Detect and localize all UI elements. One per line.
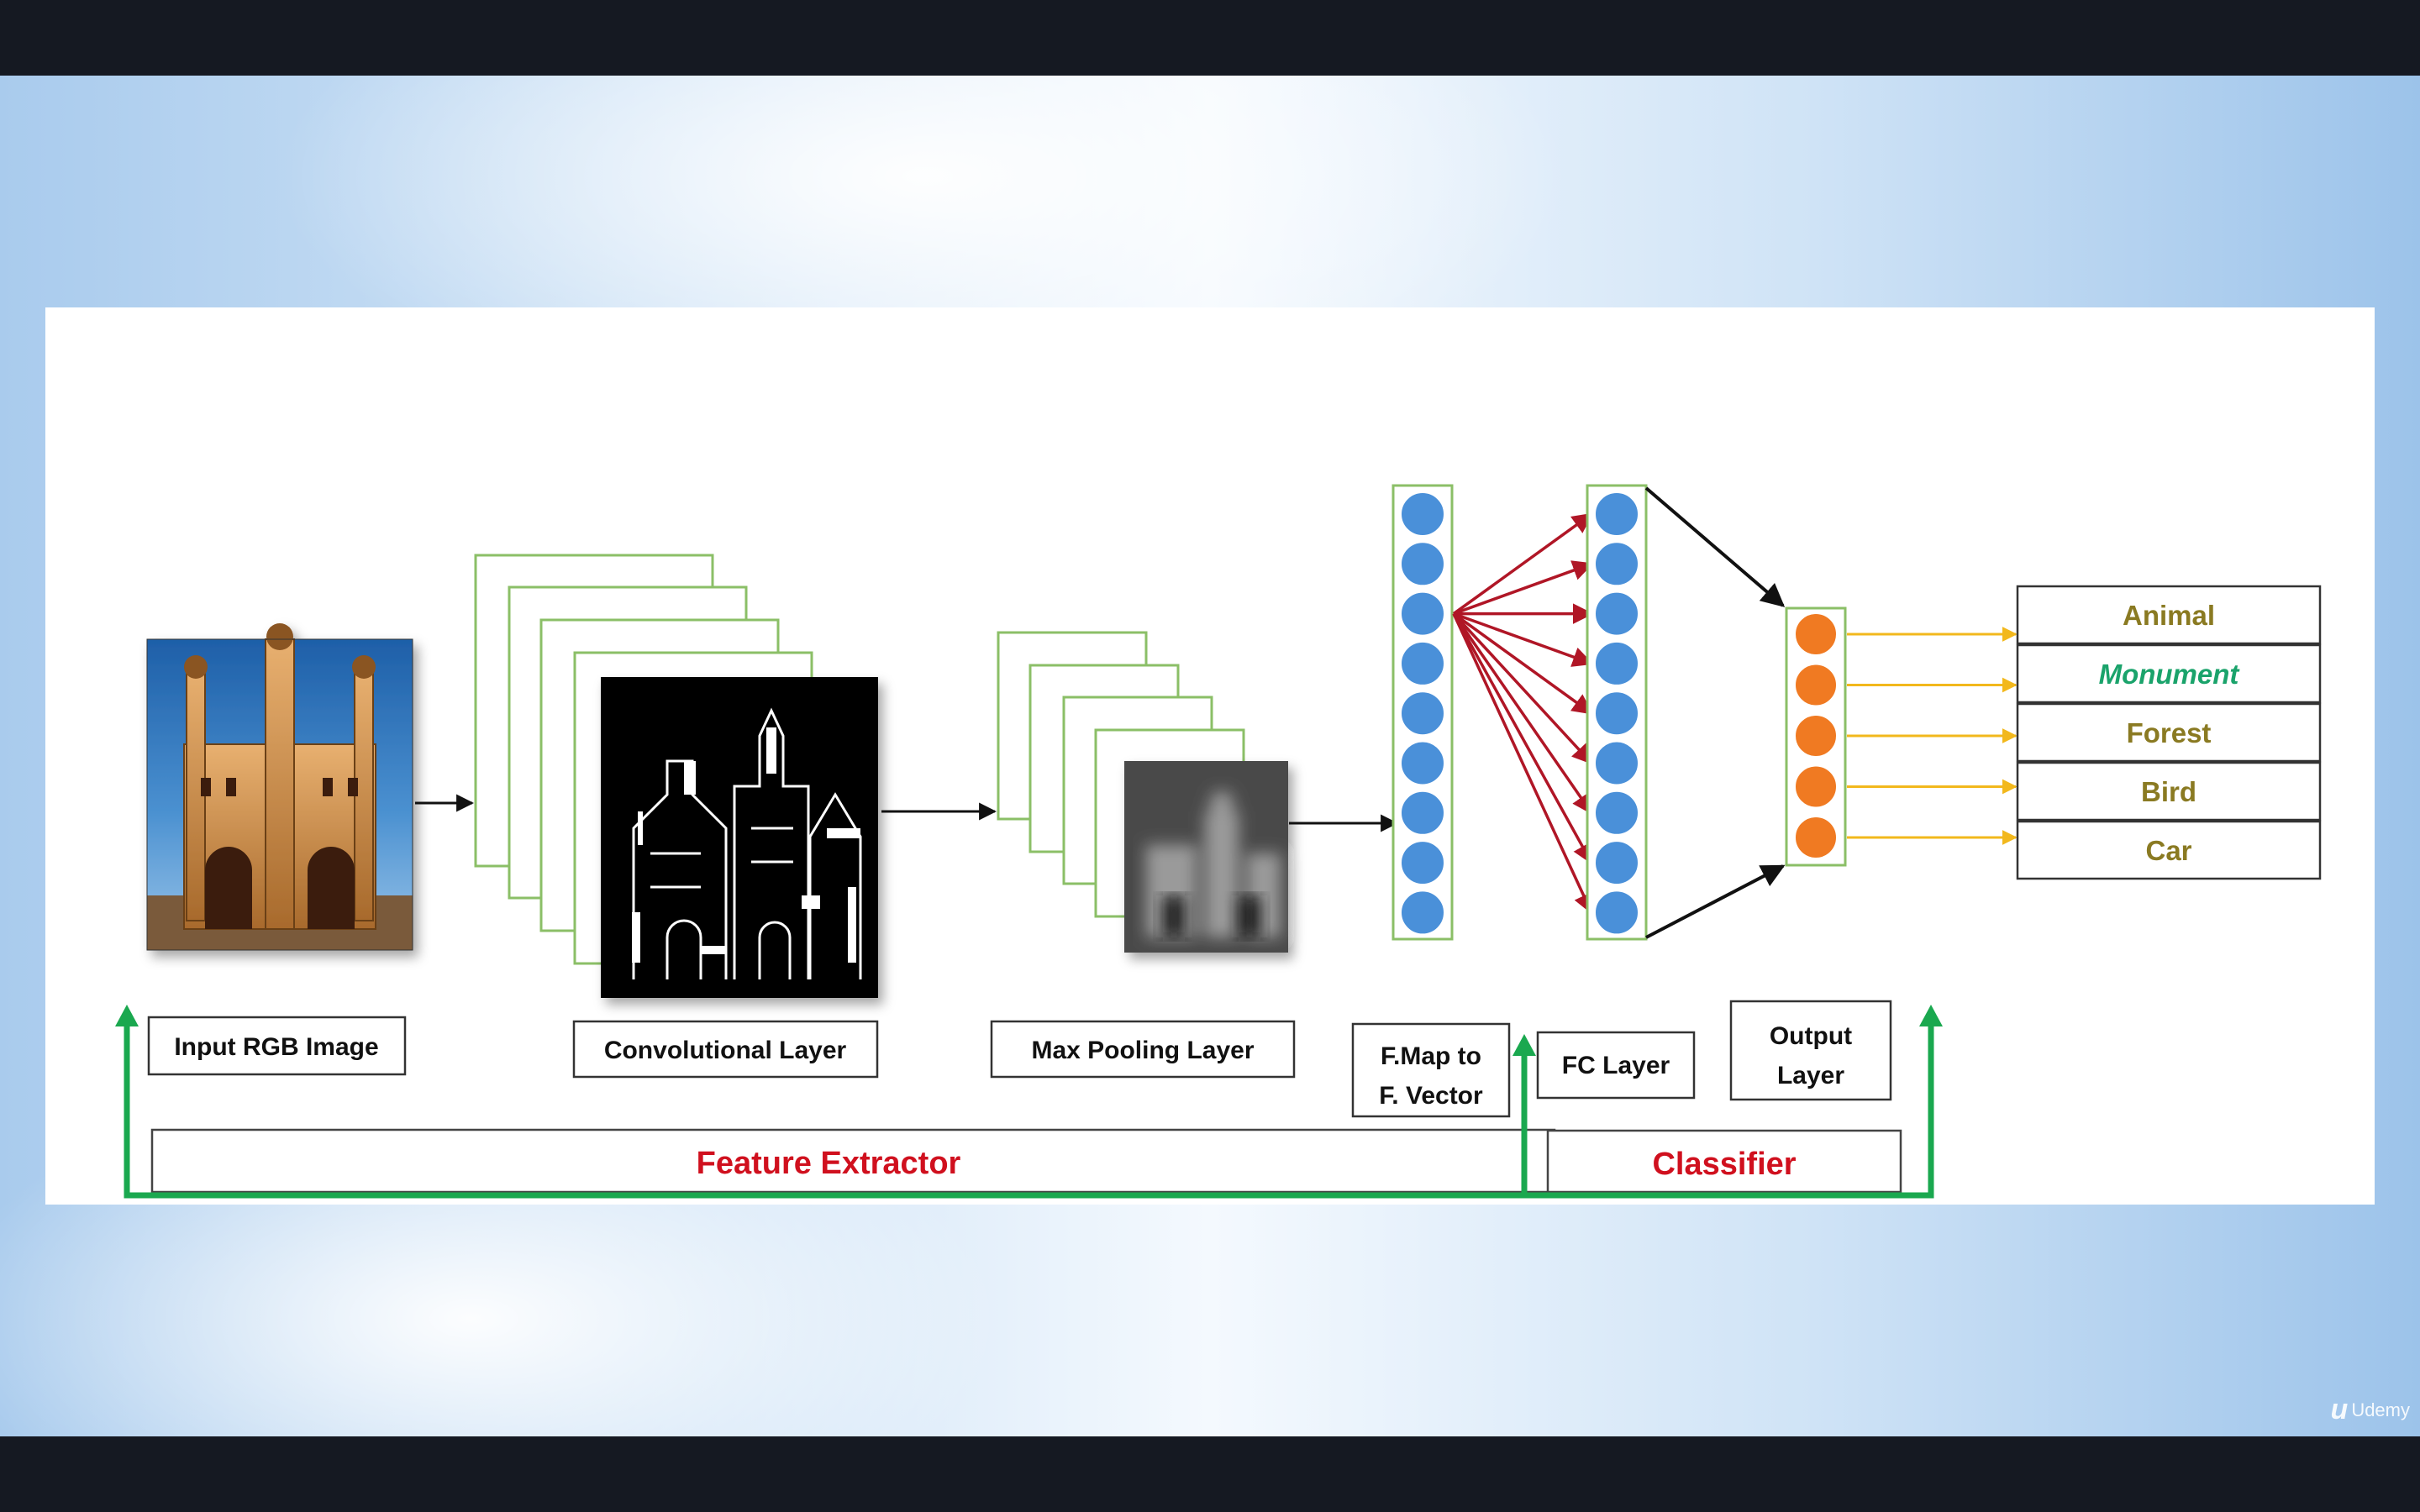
class-list: Animal Monument Forest Bird Car xyxy=(2016,585,2322,880)
fc-layer xyxy=(1586,484,1648,941)
green-bracket xyxy=(124,1023,1934,1199)
class-label: Bird xyxy=(2141,776,2196,807)
conv-label: Convolutional Layer xyxy=(604,1037,847,1064)
fc-node xyxy=(1594,640,1639,686)
flatten-to-fc-arrows xyxy=(1452,512,1594,915)
red-arrow xyxy=(1452,512,1593,616)
arrow-fc-to-output-top xyxy=(1644,486,1786,607)
red-arrow xyxy=(1452,612,1593,915)
output-label-box: Output Layer xyxy=(1729,1000,1892,1101)
classifier-group: Classifier xyxy=(1546,1129,1902,1194)
fc-label-box: FC Layer xyxy=(1536,1031,1696,1100)
flatten-label-box: F.Map to F. Vector xyxy=(1351,1022,1511,1118)
fc-node xyxy=(1594,541,1639,587)
fc-node xyxy=(1594,491,1639,537)
flatten-node xyxy=(1400,690,1445,737)
pool-label-box: Max Pooling Layer xyxy=(990,1020,1296,1079)
flatten-label-line2: F. Vector xyxy=(1379,1082,1483,1110)
class-label: Car xyxy=(2145,835,2191,866)
red-arrow xyxy=(1452,612,1593,715)
red-arrow xyxy=(1452,612,1593,815)
arrow-fc-to-output-bottom xyxy=(1645,864,1786,939)
flatten-node xyxy=(1400,541,1445,587)
red-arrow xyxy=(1453,560,1594,616)
flatten-node xyxy=(1400,491,1445,537)
watermark-text: Udemy xyxy=(2351,1399,2410,1420)
red-arrow xyxy=(1452,612,1593,765)
pool-output-image xyxy=(1124,761,1288,953)
slide: Animal Monument Forest Bird Car xyxy=(0,76,2420,1436)
flatten-node xyxy=(1400,890,1445,936)
fc-node xyxy=(1594,591,1639,637)
input-label-box: Input RGB Image xyxy=(147,1016,407,1076)
feature-extractor-label: Feature Extractor xyxy=(697,1146,961,1181)
class-label: Animal xyxy=(2123,600,2215,631)
udemy-logo-icon: u xyxy=(2330,1394,2349,1425)
class-box: Animal xyxy=(2016,585,2322,645)
fc-node xyxy=(1594,890,1639,936)
flatten-label-line1: F.Map to xyxy=(1381,1042,1481,1070)
output-to-class-arrows xyxy=(1847,627,2018,845)
output-node xyxy=(1794,764,1838,809)
output-node xyxy=(1794,663,1838,707)
flatten-node xyxy=(1400,591,1445,637)
red-arrow xyxy=(1453,612,1594,667)
output-label-line2: Layer xyxy=(1777,1062,1844,1089)
conv-label-box: Convolutional Layer xyxy=(572,1020,879,1079)
class-box: Forest xyxy=(2016,702,2322,763)
output-node xyxy=(1794,714,1838,758)
input-label: Input RGB Image xyxy=(174,1033,378,1061)
output-label-line1: Output xyxy=(1770,1022,1852,1050)
class-box: Monument xyxy=(2016,643,2322,704)
classifier-label: Classifier xyxy=(1652,1147,1796,1182)
class-label-highlighted: Monument xyxy=(2099,659,2241,690)
flatten-vector xyxy=(1392,484,1454,941)
cnn-diagram: Animal Monument Forest Bird Car xyxy=(115,484,2322,1199)
fc-label: FC Layer xyxy=(1562,1052,1670,1079)
class-box: Car xyxy=(2016,820,2322,880)
flatten-node xyxy=(1400,840,1445,886)
diagram-panel: Animal Monument Forest Bird Car xyxy=(45,307,2375,1205)
fc-node xyxy=(1594,740,1639,786)
flatten-node xyxy=(1400,740,1445,786)
pool-label: Max Pooling Layer xyxy=(1031,1037,1254,1064)
class-label: Forest xyxy=(2127,717,2212,748)
output-layer xyxy=(1785,606,1847,867)
fc-node xyxy=(1594,690,1639,737)
flatten-node xyxy=(1400,790,1445,836)
conv-output-image xyxy=(601,677,878,998)
green-arrowheads xyxy=(115,1005,1943,1056)
feature-extractor-group: Feature Extractor xyxy=(150,1128,1556,1194)
udemy-watermark: u Udemy xyxy=(2331,1394,2410,1426)
flatten-node xyxy=(1400,640,1445,686)
fc-node xyxy=(1594,840,1639,886)
output-node xyxy=(1794,816,1838,859)
red-arrow xyxy=(1452,612,1593,865)
class-box: Bird xyxy=(2016,761,2322,822)
output-node xyxy=(1794,612,1838,656)
input-image xyxy=(146,623,413,951)
fc-node xyxy=(1594,790,1639,836)
